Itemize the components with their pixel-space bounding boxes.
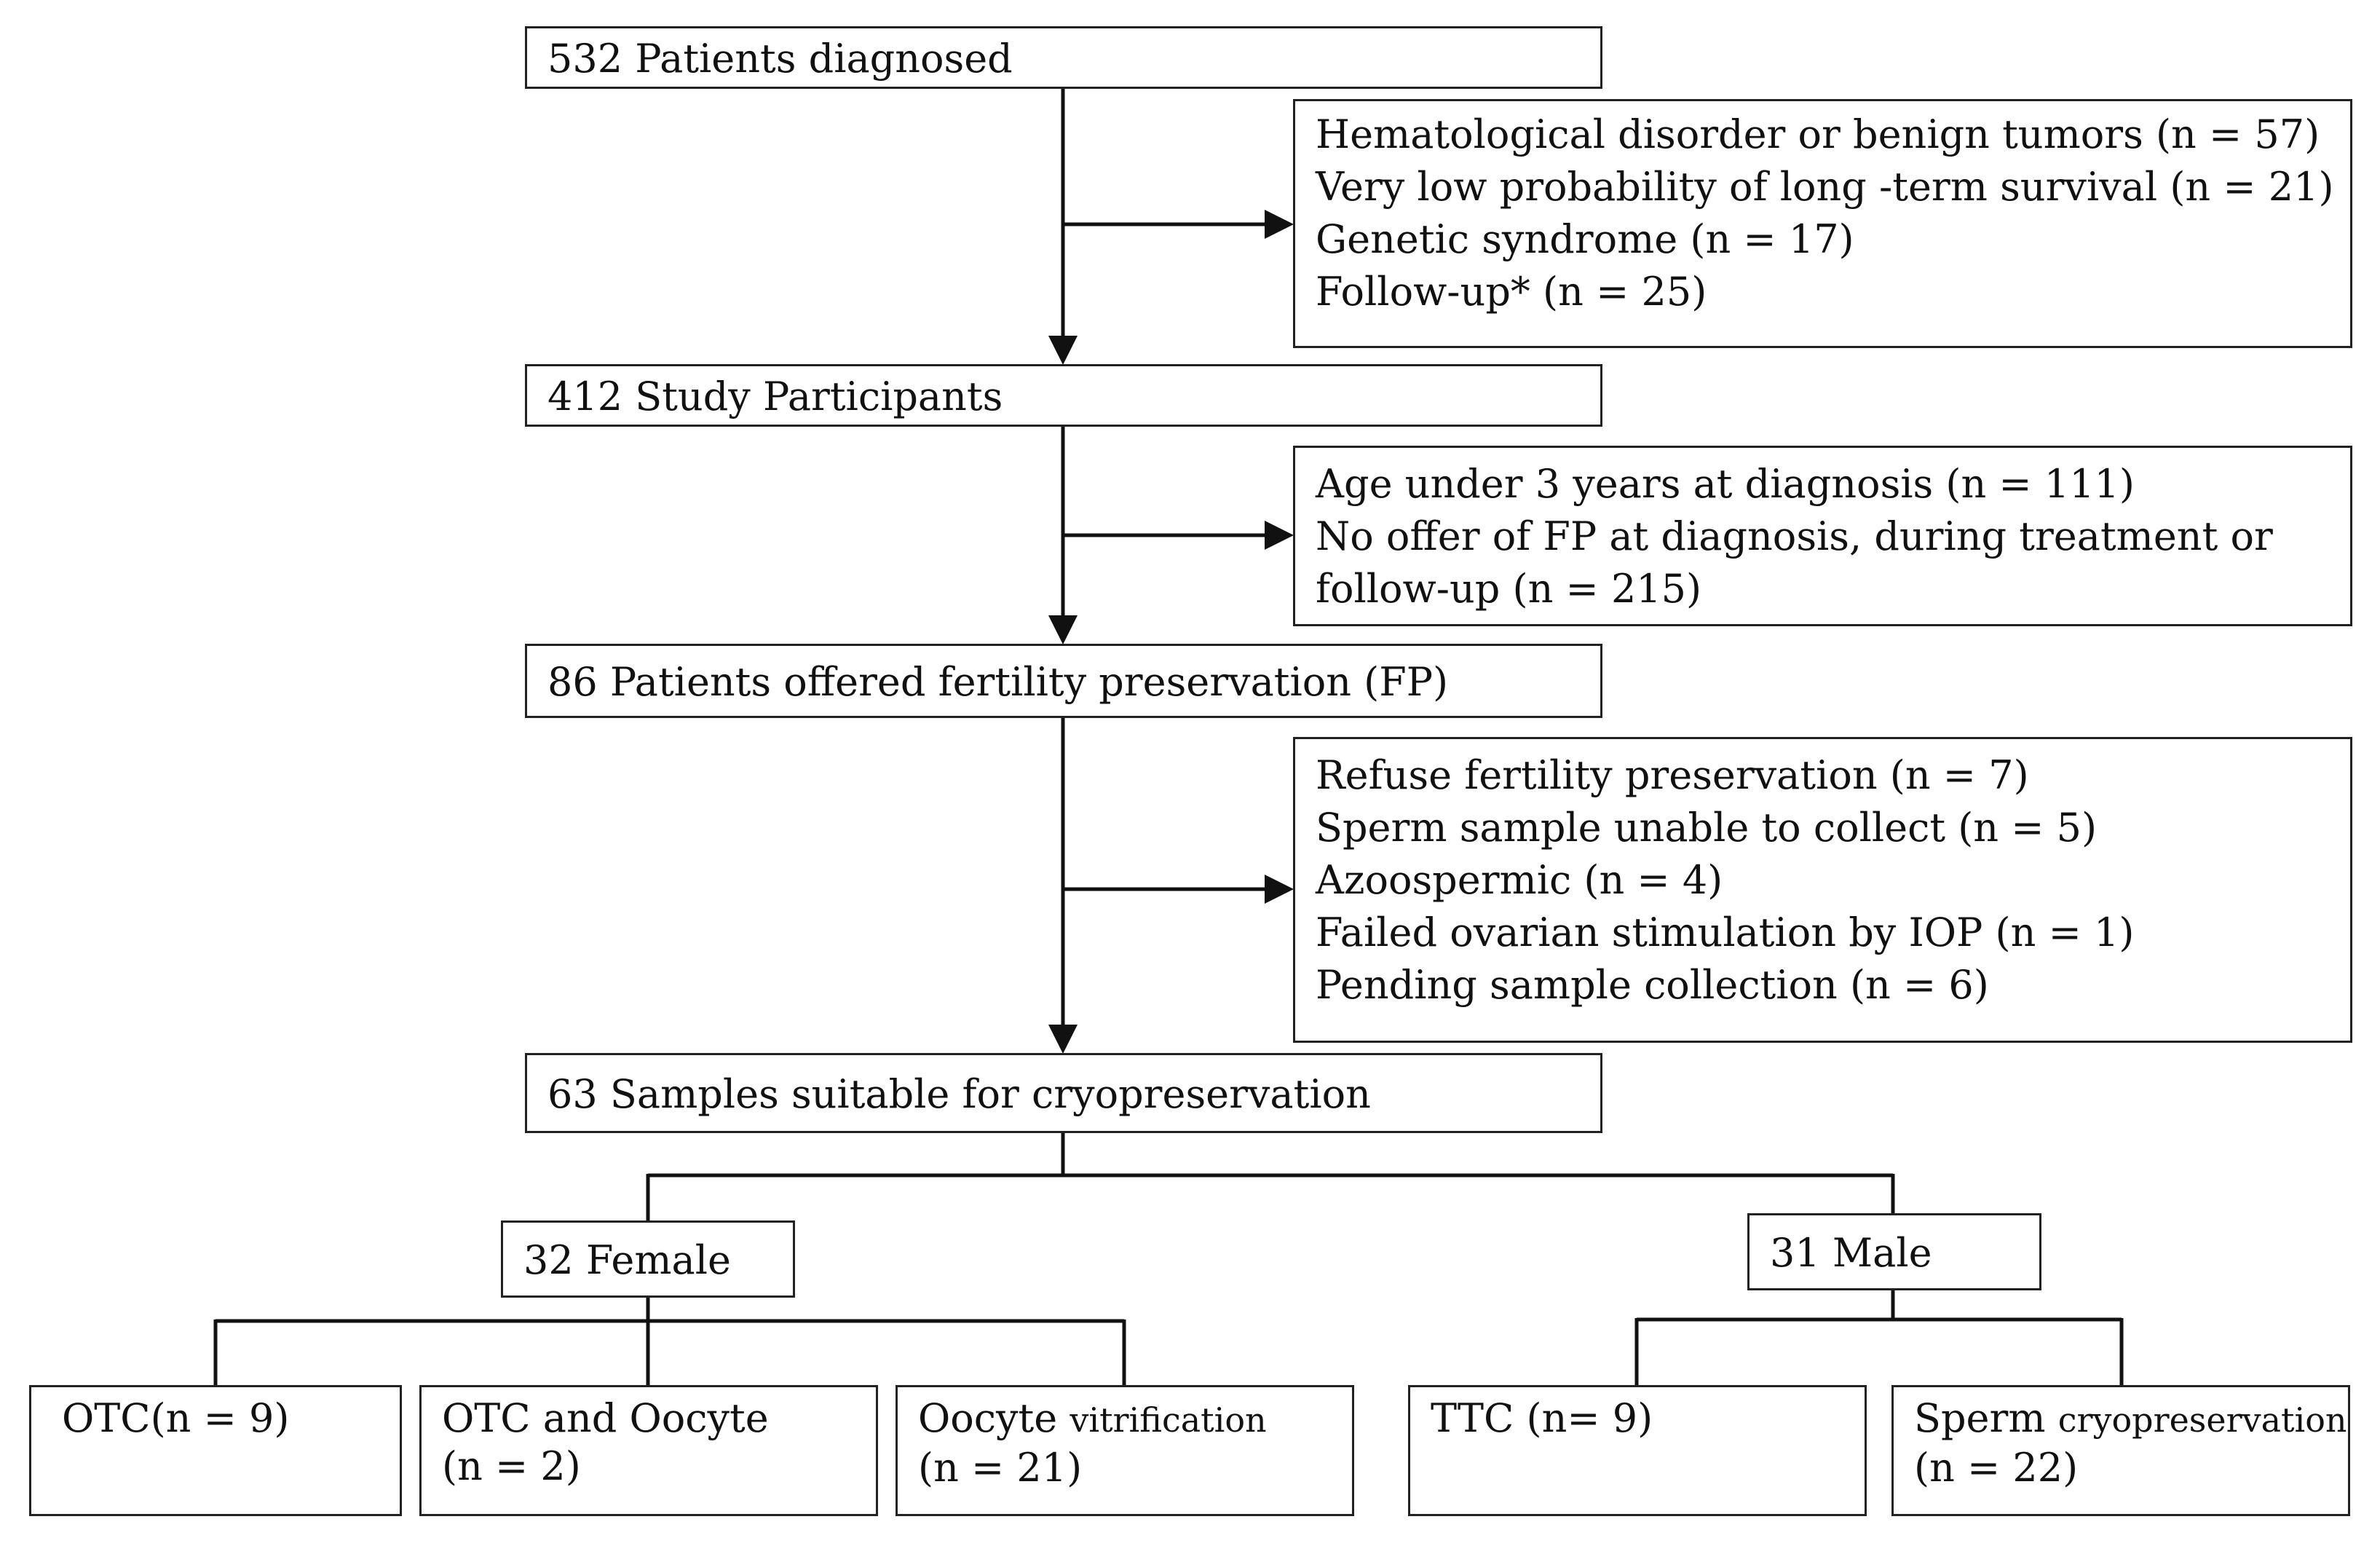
exclusion-1-line-4: Follow-up* (n = 25) bbox=[1316, 269, 1707, 315]
female-outcome-oocyte-title: Oocyte bbox=[918, 1395, 1058, 1441]
exclusion-box-1: Hematological disorder or benign tumors … bbox=[1293, 99, 2352, 348]
male-outcome-ttc-count: (n= 9) bbox=[1526, 1395, 1653, 1441]
node-participants: 412 Study Participants bbox=[525, 364, 1602, 427]
exclusion-1-line-2: Very low probability of long -term survi… bbox=[1316, 164, 2334, 210]
female-outcome-otc-title: OTC bbox=[62, 1395, 151, 1441]
node-offered-label: 86 Patients offered fertility preservati… bbox=[547, 659, 1449, 705]
male-outcome-sperm-cryopreservation: Sperm cryopreservation (n = 22) bbox=[1891, 1385, 2350, 1516]
male-outcome-ttc-title: TTC bbox=[1431, 1395, 1514, 1441]
female-outcome-otc-oocyte: OTC and Oocyte (n = 2) bbox=[419, 1385, 878, 1516]
exclusion-box-2: Age under 3 years at diagnosis (n = 111)… bbox=[1293, 446, 2352, 626]
exclusion-3-line-4: Failed ovarian stimulation by IOP (n = 1… bbox=[1316, 910, 2135, 955]
exclusion-1-line-1: Hematological disorder or benign tumors … bbox=[1316, 111, 2320, 157]
female-outcome-oocyte-title-small: vitrification bbox=[1070, 1400, 1267, 1440]
exclusion-2-line-3: follow-up (n = 215) bbox=[1316, 566, 1702, 612]
exclusion-3-line-5: Pending sample collection (n = 6) bbox=[1316, 962, 1989, 1008]
node-suitable-label: 63 Samples suitable for cryopreservation bbox=[547, 1071, 1371, 1117]
exclusion-3-line-3: Azoospermic (n = 4) bbox=[1316, 857, 1723, 903]
node-diagnosed: 532 Patients diagnosed bbox=[525, 26, 1602, 89]
node-participants-label: 412 Study Participants bbox=[547, 374, 1003, 419]
female-outcome-otc-count: (n = 9) bbox=[150, 1395, 290, 1441]
node-suitable: 63 Samples suitable for cryopreservation bbox=[525, 1053, 1602, 1133]
female-outcome-otc-oocyte-count: (n = 2) bbox=[442, 1443, 581, 1489]
node-diagnosed-label: 532 Patients diagnosed bbox=[547, 36, 1013, 82]
exclusion-2-line-2: No offer of FP at diagnosis, during trea… bbox=[1316, 513, 2273, 559]
exclusion-3-line-2: Sperm sample unable to collect (n = 5) bbox=[1316, 805, 2098, 851]
node-male-label: 31 Male bbox=[1770, 1230, 1932, 1276]
node-male: 31 Male bbox=[1747, 1213, 2041, 1290]
exclusion-3-line-1: Refuse fertility preservation (n = 7) bbox=[1316, 752, 2029, 798]
exclusion-1-line-3: Genetic syndrome (n = 17) bbox=[1316, 216, 1854, 262]
male-outcome-ttc: TTC (n= 9) bbox=[1408, 1385, 1867, 1516]
exclusion-2-line-1: Age under 3 years at diagnosis (n = 111) bbox=[1316, 461, 2135, 507]
node-offered: 86 Patients offered fertility preservati… bbox=[525, 644, 1602, 718]
male-outcome-sperm-title: Sperm bbox=[1914, 1395, 2046, 1441]
male-outcome-sperm-count: (n = 22) bbox=[1914, 1445, 2079, 1491]
female-outcome-otc-oocyte-title: OTC and Oocyte bbox=[442, 1395, 769, 1441]
female-outcome-oocyte-vitrification: Oocyte vitrification (n = 21) bbox=[896, 1385, 1354, 1516]
male-outcome-sperm-title-small: cryopreservation bbox=[2057, 1400, 2347, 1440]
female-outcome-oocyte-count: (n = 21) bbox=[918, 1445, 1083, 1491]
exclusion-box-3: Refuse fertility preservation (n = 7) Sp… bbox=[1293, 737, 2352, 1043]
node-female: 32 Female bbox=[501, 1220, 795, 1298]
female-outcome-otc: OTC(n = 9) bbox=[29, 1385, 402, 1516]
node-female-label: 32 Female bbox=[523, 1237, 731, 1283]
